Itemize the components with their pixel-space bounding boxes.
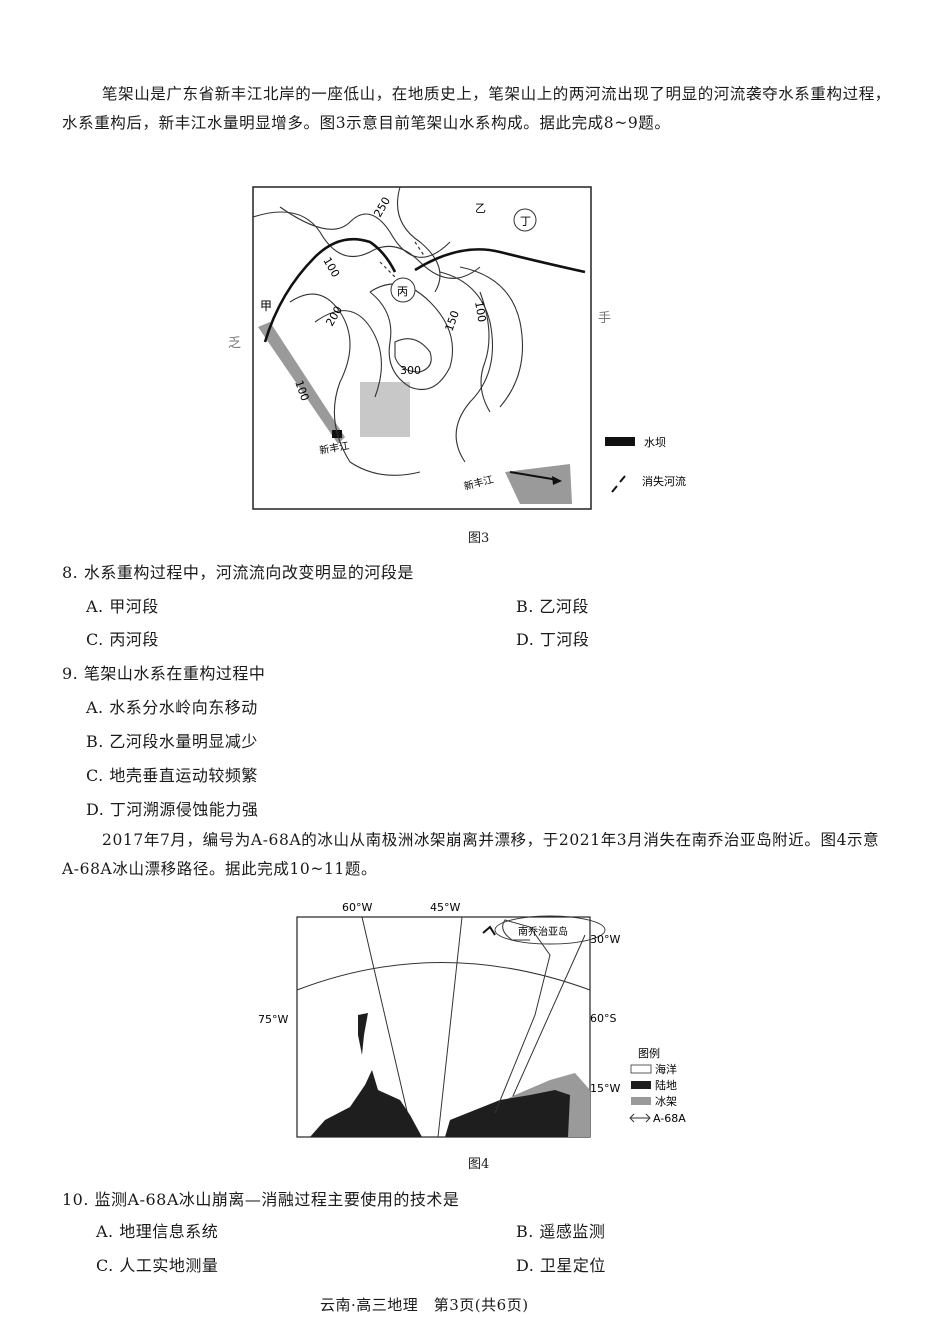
q10-option-a[interactable]: A. 地理信息系统 [96, 1222, 219, 1241]
legend-land-label: 陆地 [655, 1078, 677, 1092]
legend-a68a-label: A-68A [653, 1112, 686, 1125]
legend-shelf-swatch [631, 1097, 651, 1105]
side-mark: 手 [598, 311, 611, 326]
q9-stem: 9. 笔架山水系在重构过程中 [62, 664, 266, 683]
label-circle-bing [390, 277, 416, 303]
page-footer: 云南·高三地理 第3页(共6页) [320, 1296, 529, 1314]
lon-label: 15°W [590, 1082, 620, 1095]
lon-label: 60°W [342, 901, 372, 914]
lat-60s [296, 962, 591, 991]
map-frame [252, 186, 592, 510]
land-islands [358, 1013, 368, 1055]
legend-vanished-swatch [611, 475, 626, 493]
contour-map: 250 100 200 150 100 300 100 甲 乙 丙 丁 新丰江 … [228, 186, 686, 510]
intro-paragraph-2: 2017年7月，编号为A-68A的冰山从南极洲冰架崩离并漂移，于2021年3月消… [62, 831, 880, 878]
q8-option-c[interactable]: C. 丙河段 [86, 630, 159, 649]
legend-ocean-swatch [630, 1064, 652, 1074]
q9-option-c[interactable]: C. 地壳垂直运动较频繁 [86, 766, 258, 785]
q10-option-b[interactable]: B. 遥感监测 [516, 1222, 606, 1241]
q8-option-a[interactable]: A. 甲河段 [86, 597, 159, 616]
river-shade-left [258, 322, 345, 444]
q9-option-d[interactable]: D. 丁河溯源侵蚀能力强 [86, 800, 259, 819]
q8-stem: 8. 水系重构过程中，河流流向改变明显的河段是 [62, 563, 414, 582]
island-south-georgia [482, 925, 496, 936]
legend-a68a-swatch [629, 1113, 651, 1123]
shade-block [360, 382, 410, 437]
river-jia [263, 237, 397, 343]
segment-label-ding: 丁 [520, 215, 531, 228]
lon-label: 30°W [590, 933, 620, 946]
a68a-path [494, 919, 551, 1114]
figure-3-map: 250 100 200 150 100 300 100 甲 乙 丙 丁 新丰江 … [220, 182, 740, 517]
q8-option-d[interactable]: D. 丁河段 [516, 630, 590, 649]
lat-label: 60°S [590, 1012, 616, 1025]
lon-label: 75°W [258, 1013, 288, 1026]
segment-label-yi: 乙 [475, 202, 486, 215]
segment-label-bing: 丙 [397, 285, 408, 298]
river-ding [414, 248, 586, 274]
lon-label: 45°W [430, 901, 460, 914]
island-label: 南乔治亚岛 [518, 925, 568, 938]
figure-3-caption: 图3 [468, 531, 490, 546]
legend-dam-label: 水坝 [644, 435, 666, 449]
segment-label-jia: 甲 [260, 299, 272, 313]
antarctic-map: 60°W 45°W 30°W 75°W 15°W 60°S 南乔治亚岛 图例 海… [258, 901, 686, 1138]
label-circle-ding [513, 208, 537, 232]
land-main [445, 1090, 570, 1137]
q9-option-b[interactable]: B. 乙河段水量明显减少 [86, 732, 258, 751]
legend-vanished-label: 消失河流 [642, 474, 686, 488]
q10-option-d[interactable]: D. 卫星定位 [516, 1256, 606, 1275]
q10-option-c[interactable]: C. 人工实地测量 [96, 1256, 219, 1275]
land-peninsula [310, 1070, 422, 1137]
contour-label: 100 [472, 300, 488, 323]
side-mark: 乏 [228, 336, 241, 351]
legend-shelf-label: 冰架 [655, 1095, 677, 1108]
contour-label: 300 [400, 364, 421, 377]
legend-dam-swatch [605, 437, 635, 446]
q10-stem: 10. 监测A-68A冰山崩离—消融过程主要使用的技术是 [62, 1190, 460, 1209]
legend-ocean-label: 海洋 [655, 1062, 677, 1076]
flow-arrow [509, 471, 559, 481]
legend-title: 图例 [638, 1046, 660, 1060]
legend-land-swatch [631, 1081, 651, 1089]
figure-4-caption: 图4 [468, 1157, 490, 1172]
q9-option-a[interactable]: A. 水系分水岭向东移动 [86, 698, 258, 717]
figure-4-map: 60°W 45°W 30°W 75°W 15°W 60°S 南乔治亚岛 图例 海… [250, 895, 710, 1145]
q8-option-b[interactable]: B. 乙河段 [516, 597, 589, 616]
intro-paragraph-1: 笔架山是广东省新丰江北岸的一座低山，在地质史上，笔架山上的两河流出现了明显的河流… [62, 85, 891, 132]
